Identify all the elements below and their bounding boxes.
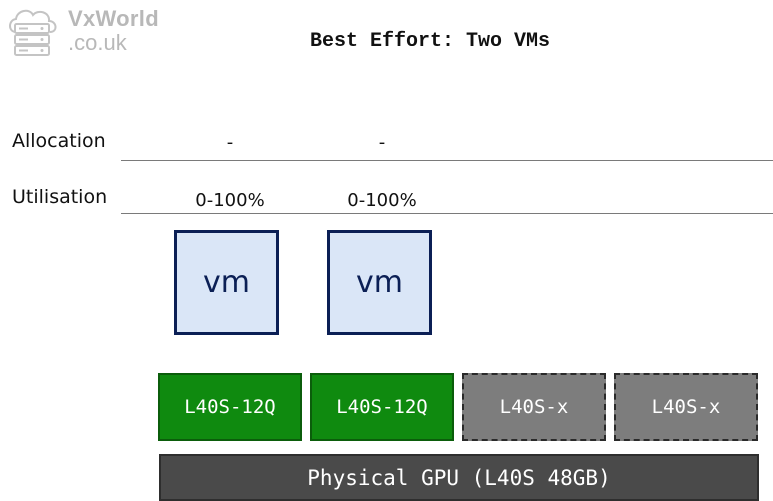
vgpu-profile-1: L40S-12Q bbox=[158, 373, 302, 441]
vgpu-label-1: L40S-12Q bbox=[184, 396, 276, 418]
logo-brand-domain: .co.uk bbox=[68, 30, 127, 55]
server-cloud-icon bbox=[6, 6, 60, 58]
allocation-row-divider bbox=[121, 160, 773, 161]
vgpu-label-2: L40S-12Q bbox=[336, 396, 428, 418]
vgpu-label-4: L40S-x bbox=[651, 396, 721, 418]
utilisation-value-2: 0-100% bbox=[347, 190, 417, 211]
allocation-row-label: Allocation bbox=[12, 130, 106, 152]
allocation-value-1: - bbox=[226, 132, 234, 153]
vgpu-profile-4: L40S-x bbox=[614, 373, 758, 441]
logo-brand-name: VxWorld bbox=[68, 6, 159, 31]
physical-gpu-label: Physical GPU (L40S 48GB) bbox=[307, 465, 611, 490]
allocation-value-2: - bbox=[378, 132, 386, 153]
vm-box-2: vm bbox=[327, 230, 432, 335]
utilisation-value-1: 0-100% bbox=[195, 190, 265, 211]
diagram-title: Best Effort: Two VMs bbox=[310, 30, 551, 53]
physical-gpu-bar: Physical GPU (L40S 48GB) bbox=[159, 454, 759, 501]
vm-box-1: vm bbox=[174, 230, 279, 335]
utilisation-row-label: Utilisation bbox=[12, 186, 108, 208]
vgpu-label-3: L40S-x bbox=[499, 396, 569, 418]
vm-label-1: vm bbox=[203, 265, 250, 300]
vgpu-profile-2: L40S-12Q bbox=[310, 373, 454, 441]
vm-label-2: vm bbox=[356, 265, 403, 300]
vgpu-profile-3: L40S-x bbox=[462, 373, 606, 441]
utilisation-row-divider bbox=[121, 213, 773, 214]
